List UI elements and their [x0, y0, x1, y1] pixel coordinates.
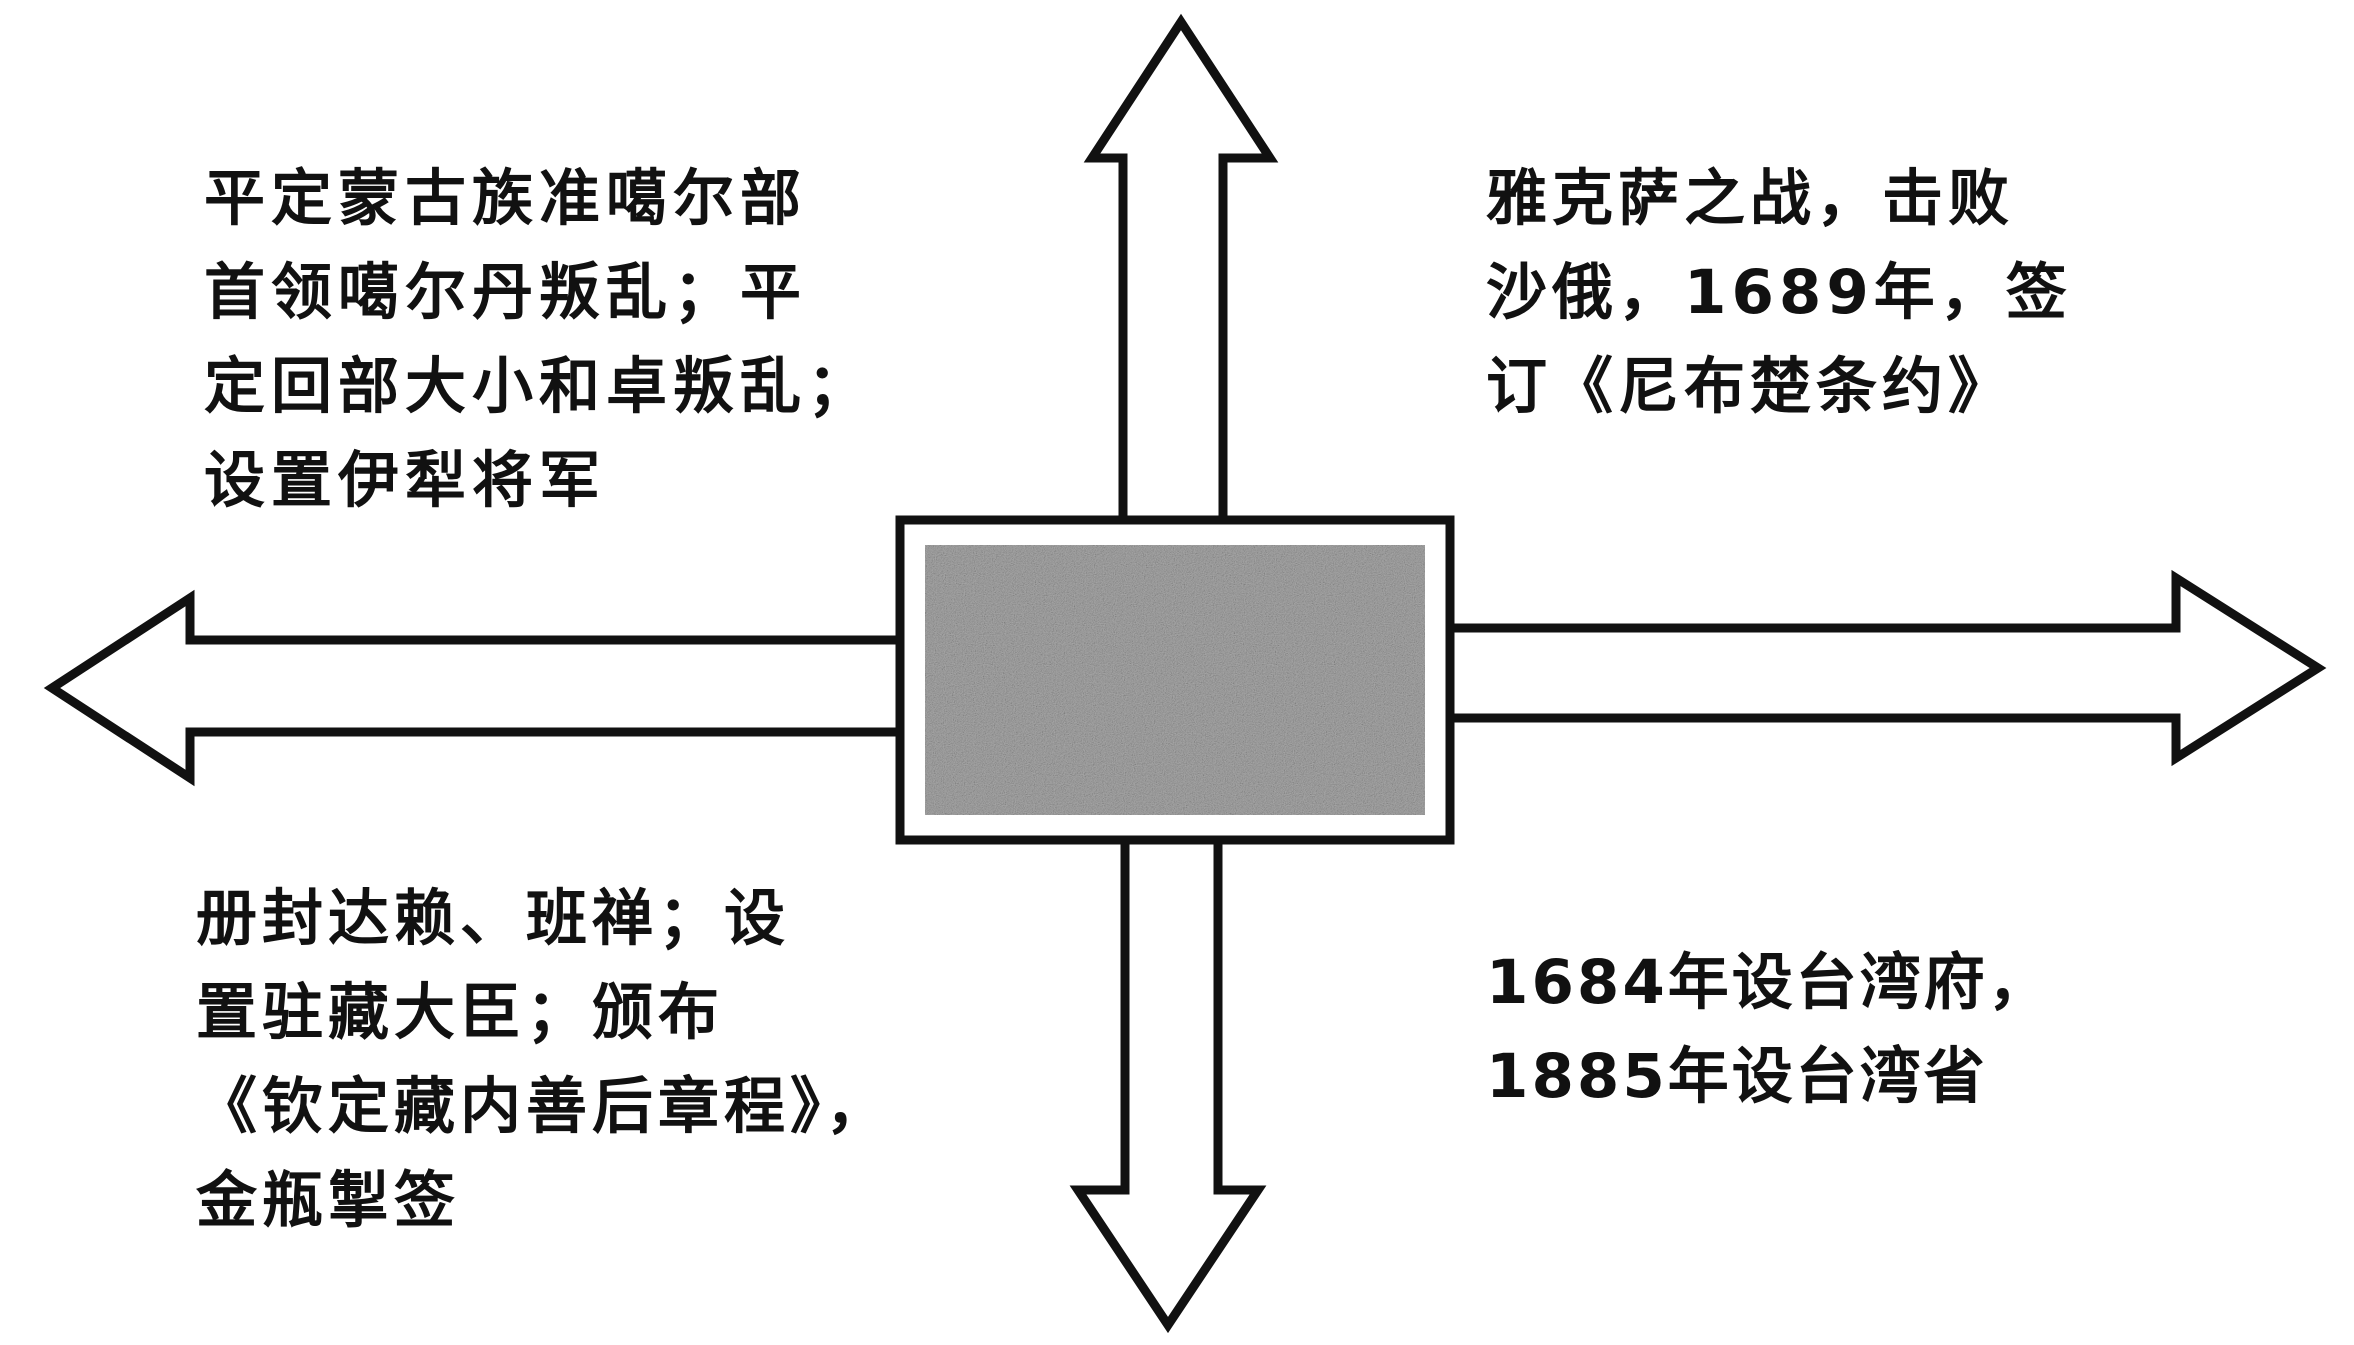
southwest-line-2: 置驻藏大臣；颁布: [196, 977, 725, 1048]
southwest-line-4: 金瓶掣签: [196, 1165, 461, 1236]
northwest-line-3: 定回部大小和卓叛乱；: [204, 351, 875, 422]
southwest-line-1: 册封达赖、班禅；设: [196, 883, 791, 954]
arrow-west: [43, 589, 905, 787]
southwest-line-3: 《钦定藏内善后章程》，: [196, 1071, 892, 1142]
arrow-north: [1083, 13, 1279, 525]
center-shading: [925, 545, 1425, 815]
northeast-line-2: 沙俄，1689年，签: [1486, 257, 2072, 328]
northwest-line-1: 平定蒙古族准噶尔部: [204, 163, 808, 234]
northeast-line-3: 订《尼布楚条约》: [1486, 351, 2015, 422]
northeast-text-block: 雅克萨之战，击败 沙俄，1689年，签 订《尼布楚条约》: [1486, 152, 2072, 434]
arrow-east: [1445, 569, 2327, 767]
southeast-text-block: 1684年设台湾府， 1885年设台湾省: [1486, 936, 2052, 1124]
southeast-line-2: 1885年设台湾省: [1486, 1041, 1988, 1112]
northwest-line-2: 首领噶尔丹叛乱；平: [204, 257, 808, 328]
northwest-text-block: 平定蒙古族准噶尔部 首领噶尔丹叛乱；平 定回部大小和卓叛乱； 设置伊犁将军: [204, 152, 874, 528]
arrow-south: [1069, 835, 1267, 1334]
northeast-line-1: 雅克萨之战，击败: [1486, 163, 2015, 234]
southwest-text-block: 册封达赖、班禅；设 置驻藏大臣；颁布 《钦定藏内善后章程》， 金瓶掣签: [196, 872, 892, 1248]
northwest-line-4: 设置伊犁将军: [204, 445, 607, 516]
southeast-line-1: 1684年设台湾府，: [1486, 947, 2052, 1018]
